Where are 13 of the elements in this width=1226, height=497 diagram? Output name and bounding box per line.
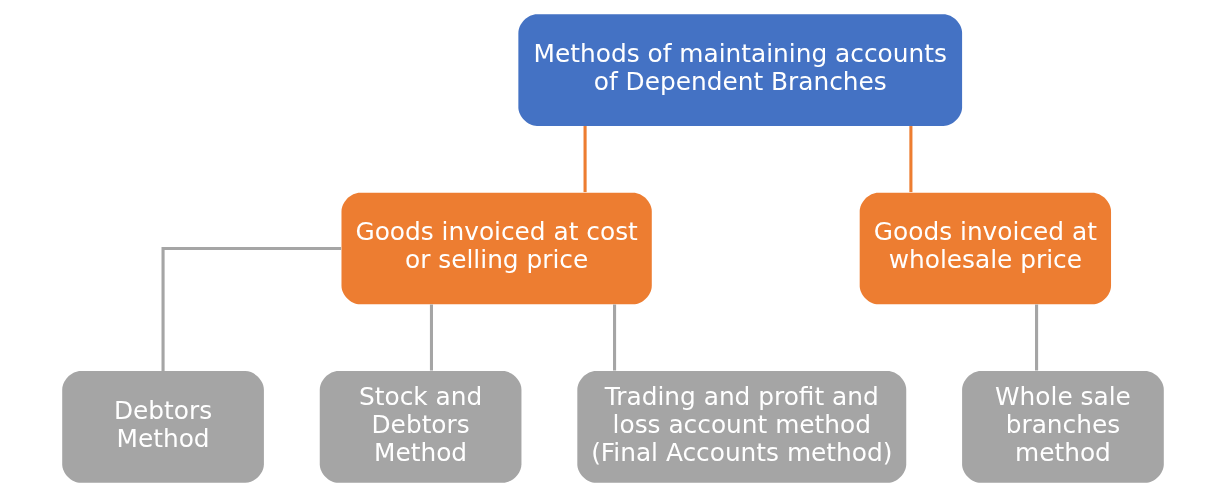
connector — [909, 126, 913, 193]
node-box: Methods of maintaining accounts of Dependent Branches — [518, 14, 963, 126]
connector — [1035, 304, 1039, 371]
connector — [583, 126, 587, 193]
node-box: Debtors Method — [62, 371, 264, 483]
connector — [161, 246, 342, 371]
connector — [613, 304, 617, 371]
node-box: Goods invoiced at wholesale price — [859, 192, 1112, 305]
node-box: Goods invoiced at cost or selling price — [341, 192, 652, 305]
node-box: Trading and profit and loss account method (Final Accounts method) — [577, 371, 907, 483]
node-box: Stock and Debtors Method — [319, 371, 522, 483]
node-box: Whole sale branches method — [962, 371, 1164, 483]
connector — [429, 304, 434, 371]
